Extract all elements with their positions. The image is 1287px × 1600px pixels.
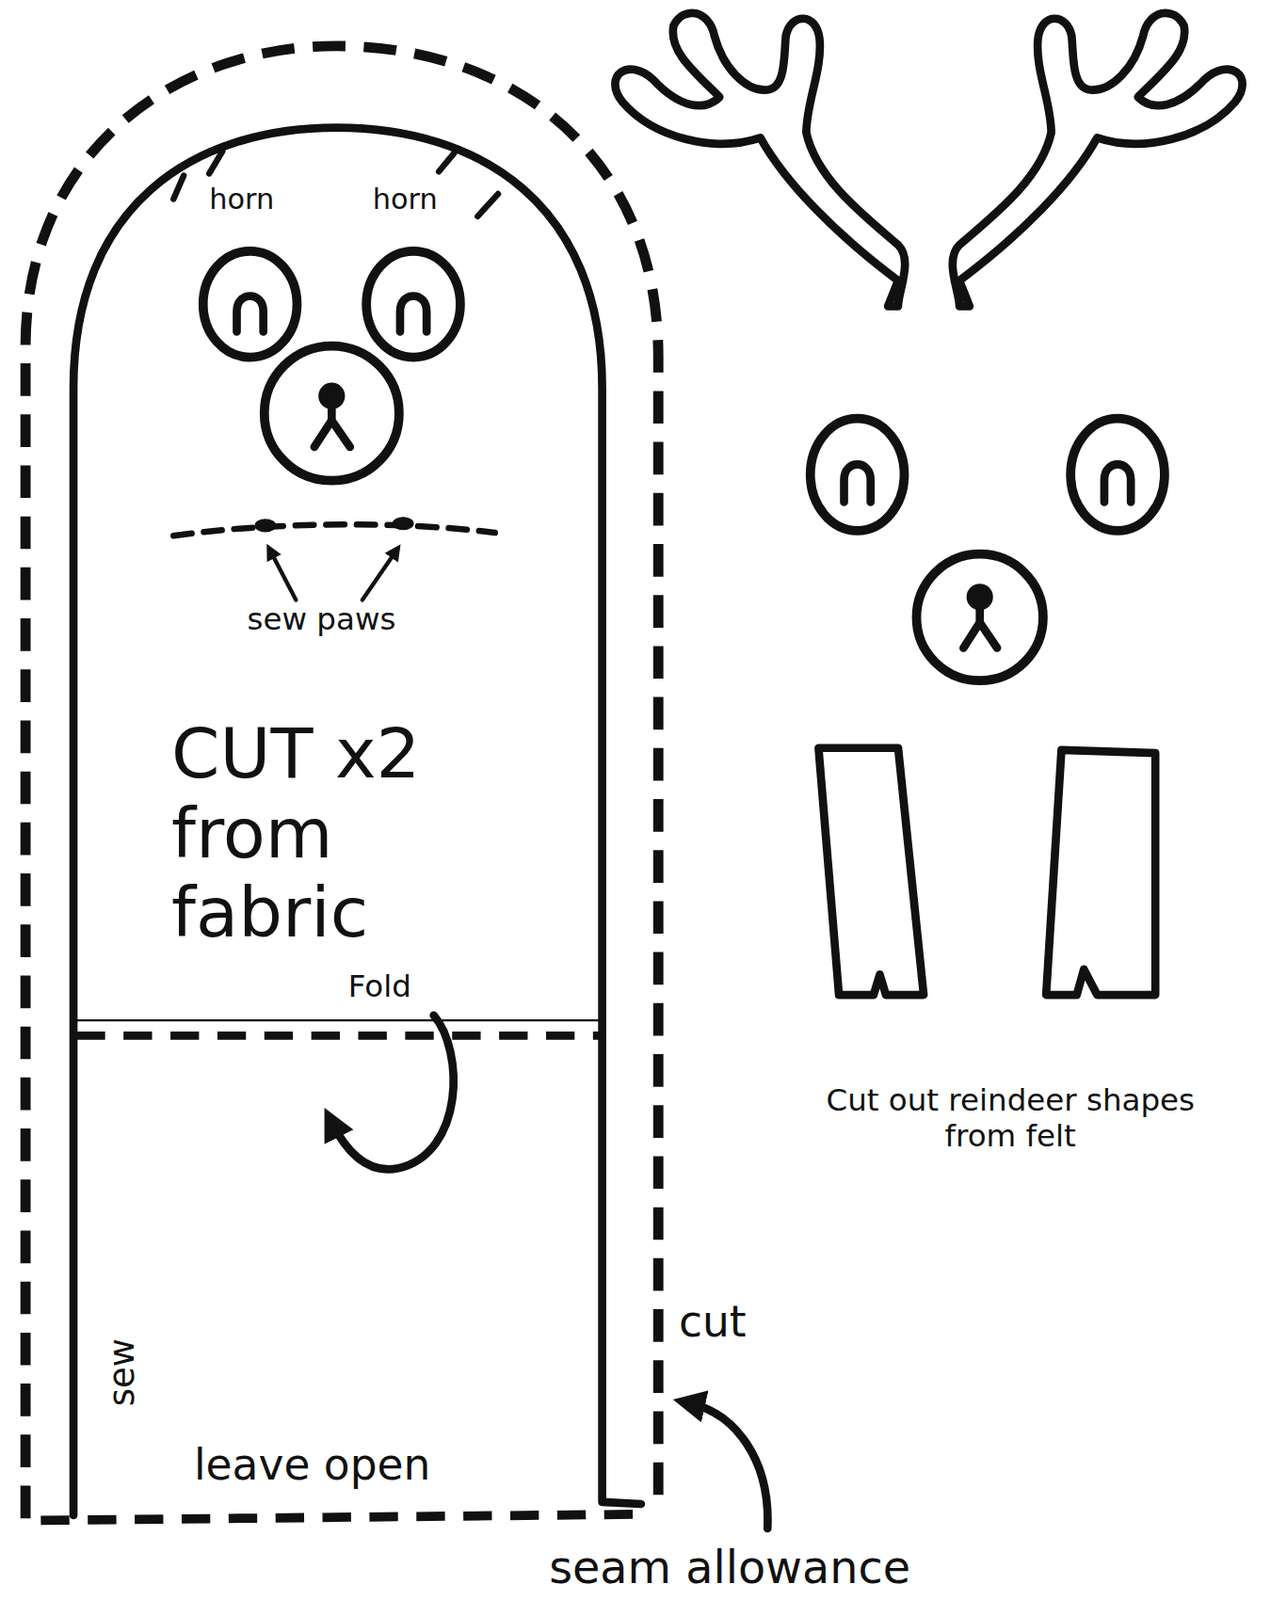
instruction-label: Cut out reindeer shapes from felt (816, 1083, 1205, 1155)
pupil (400, 295, 427, 332)
pupil (1104, 464, 1131, 502)
mouth (314, 406, 351, 448)
nose (916, 554, 1043, 681)
instruction-label: Fold (348, 969, 412, 1005)
instruction-label: sew paws (247, 602, 397, 638)
paw-mark (392, 517, 414, 531)
eye (810, 418, 905, 531)
sew-line (73, 128, 642, 1516)
leg (818, 748, 924, 996)
paw-mark (255, 519, 276, 532)
paw-line (173, 524, 495, 536)
leader-arrow (362, 550, 397, 600)
mouth (963, 607, 998, 648)
leg (1045, 750, 1156, 996)
seam-arrow (689, 1403, 769, 1529)
callout-label: seam allowance (548, 1543, 911, 1595)
antler (952, 13, 1243, 306)
antler (614, 13, 905, 306)
pupil (844, 464, 871, 502)
horn-mark (438, 153, 499, 217)
eye (366, 251, 461, 358)
cut-line (25, 46, 659, 1519)
cut-line (40, 1514, 644, 1522)
instruction-label: leave open (193, 1441, 431, 1491)
eye (1070, 418, 1165, 531)
fold-arrow (331, 1015, 453, 1171)
nose (264, 346, 400, 482)
part-label: horn (372, 183, 438, 217)
instruction-label: cut (678, 1298, 747, 1348)
instruction-label: sew (102, 1338, 143, 1407)
instruction-label: CUT x2 from fabric (171, 714, 539, 954)
leader-arrow (270, 550, 296, 600)
part-label: horn (209, 183, 274, 217)
fold-line (76, 1031, 602, 1041)
pupil (237, 295, 264, 332)
fold-top-line (73, 1019, 603, 1022)
eye (203, 251, 298, 358)
